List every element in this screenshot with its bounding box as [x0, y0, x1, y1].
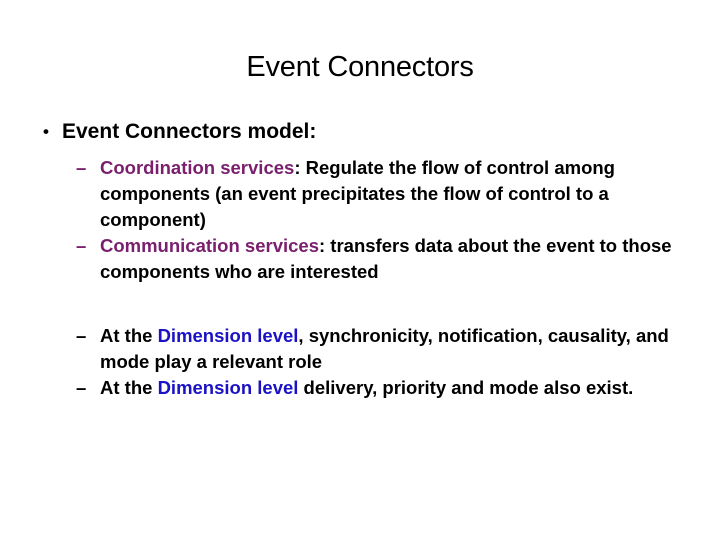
bullet-dot-icon: •	[43, 122, 49, 141]
bullet-groups: –Coordination services: Regulate the flo…	[36, 155, 686, 401]
bullet-level2-item: –Coordination services: Regulate the flo…	[36, 155, 686, 233]
bullet-level2-item: –Communication services: transfers data …	[36, 233, 686, 285]
bullet-text-segment: Coordination services	[100, 157, 295, 178]
bullet-text-segment: Communication services	[100, 235, 319, 256]
bullet-text-segment: At the	[100, 325, 158, 346]
bullet-text-segment: delivery, priority and mode also exist.	[298, 377, 634, 398]
bullet-text-segment: , synchronicity, notification, causality…	[100, 325, 669, 372]
bullet-text-segment: Dimension level	[157, 325, 299, 346]
bullet-level2-item: –At the Dimension level delivery, priori…	[36, 375, 686, 401]
bullet-text-segment: : transfers data about the event to thos…	[100, 235, 672, 282]
page-title: Event Connectors	[246, 51, 474, 83]
bullet-group-spacer	[36, 285, 686, 323]
bullet-dash-icon: –	[76, 235, 87, 256]
bullet-dash-icon: –	[76, 325, 87, 346]
bullet-text-segment: : Regulate the flow of control among com…	[100, 157, 615, 230]
bullet-text-segment: At the	[100, 377, 158, 398]
bullet-level1-event-connectors-model: • Event Connectors model:	[36, 118, 686, 146]
bullet-text-segment: Dimension level	[157, 377, 299, 398]
bullet-dash-icon: –	[76, 157, 87, 178]
bullet-level2-item: –At the Dimension level, synchronicity, …	[36, 323, 686, 375]
bullet-dash-icon: –	[76, 377, 87, 398]
bullet-level1-label: Event Connectors model:	[62, 120, 317, 143]
slide-body: • Event Connectors model: –Coordination …	[36, 118, 686, 401]
